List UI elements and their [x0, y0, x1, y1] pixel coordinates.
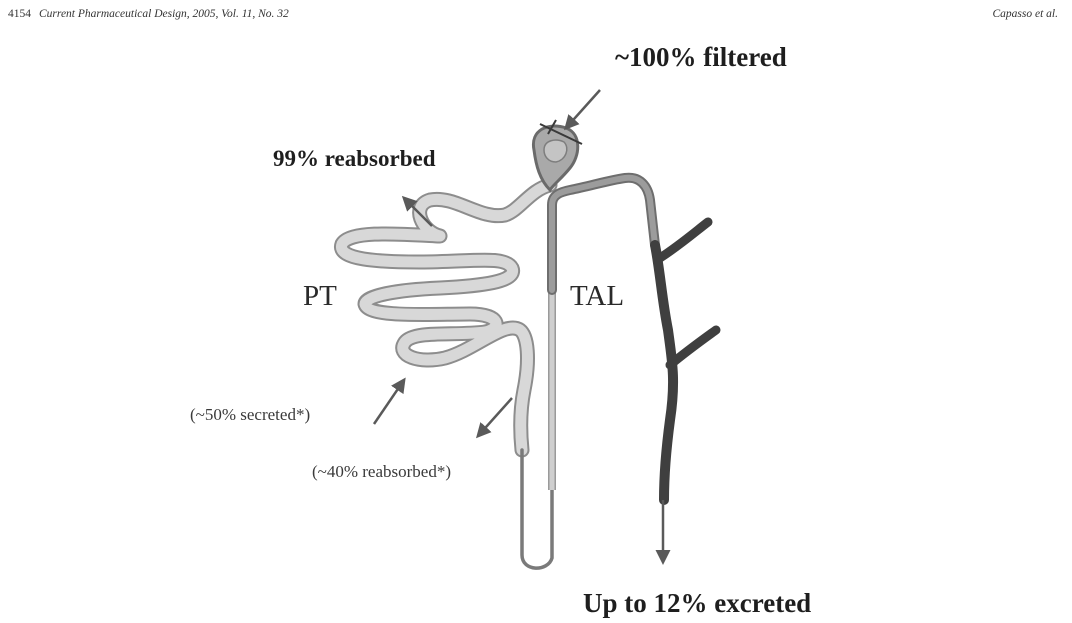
- label-filtered: ~100% filtered: [615, 42, 787, 73]
- tal-segment: [552, 178, 655, 290]
- collecting-duct-branch-upper: [660, 222, 708, 258]
- collecting-duct-main: [655, 245, 673, 500]
- proximal-tubule: [341, 185, 550, 450]
- arrow-secreted: [374, 380, 404, 424]
- label-secreted: (~50% secreted*): [190, 405, 310, 425]
- label-thick-ascending-limb: TAL: [570, 280, 624, 313]
- thick-ascending-limb: [552, 178, 655, 290]
- collecting-duct: [655, 222, 716, 500]
- arrow-reabsorbed-loop: [478, 398, 512, 436]
- glomerulus-tuft: [544, 140, 567, 162]
- glomerulus: [533, 120, 582, 190]
- label-proximal-tubule: PT: [303, 280, 337, 313]
- arrow-filtered: [566, 90, 600, 128]
- label-reabsorbed-loop: (~40% reabsorbed*): [312, 462, 451, 482]
- label-excreted: Up to 12% excreted: [583, 588, 811, 619]
- loop-thin-limb: [522, 450, 552, 568]
- label-reabsorbed-pt: 99% reabsorbed: [273, 146, 436, 172]
- collecting-duct-branch-lower: [670, 330, 716, 365]
